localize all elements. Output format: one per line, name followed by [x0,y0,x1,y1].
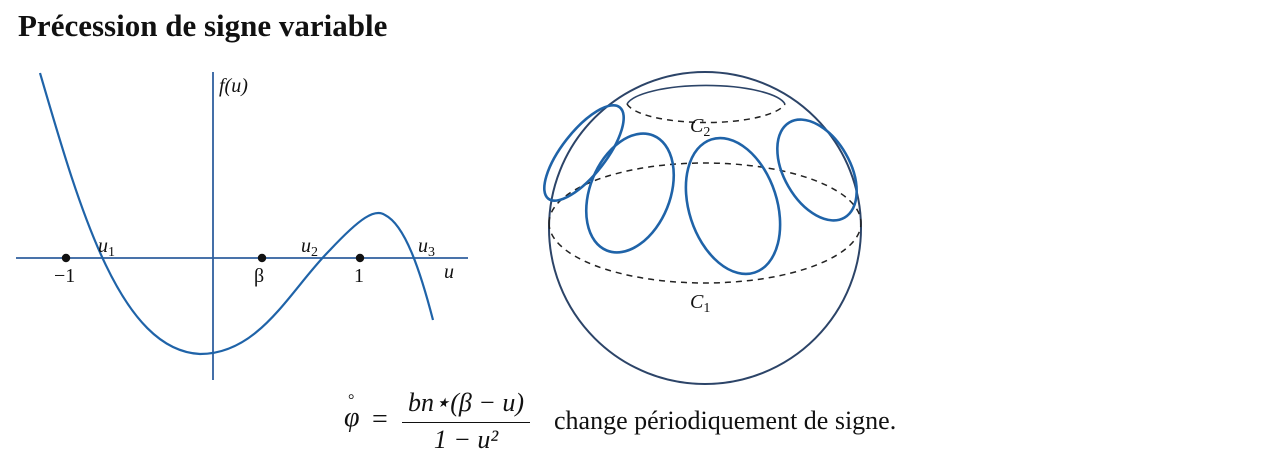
point-one [355,253,365,263]
circle-label-c1: C1 [690,291,710,316]
root-label-u1: u1 [98,235,115,260]
circle-label-c2: C2 [690,115,710,140]
root-label-u3: u3 [418,235,435,260]
precession-loops [543,104,858,276]
point-minus1 [61,253,71,263]
tick-label-one: 1 [354,265,364,287]
sphere-diagram: C2 C1 [543,71,862,385]
tick-label-minus1: −1 [54,265,75,287]
function-graph: −1 β 1 u f(u) u1 u2 u3 [16,72,468,380]
tick-label-beta: β [254,265,264,287]
sphere-outline [548,71,862,385]
loop-3 [684,136,782,276]
point-beta [257,253,267,263]
y-axis-label: f(u) [219,75,248,97]
loop-1 [543,104,625,202]
precession-formula: ° φ = bn⋆(β − u) 1 − u² change périodiqu… [338,386,958,458]
x-axis-label: u [444,261,454,283]
circle-c2-front [626,103,786,124]
fraction-denominator: 1 − u² [433,425,499,454]
loop-4 [776,118,858,222]
f-curve [38,72,435,356]
root-label-u2: u2 [301,235,318,260]
phi-symbol: φ [344,402,360,433]
circle-c2-back [626,84,786,105]
fraction-numerator: bn⋆(β − u) [407,388,525,417]
phi-dot: ° [348,392,355,409]
fraction-bar [402,422,530,423]
equals-sign: = [372,404,388,435]
fraction: bn⋆(β − u) 1 − u² [402,386,530,457]
formula-description: change périodiquement de signe. [554,406,897,435]
circle-c1-back [548,162,862,224]
loop-2 [584,132,676,254]
page-title: Précession de signe variable [18,8,388,43]
circle-c1-front [548,222,862,284]
